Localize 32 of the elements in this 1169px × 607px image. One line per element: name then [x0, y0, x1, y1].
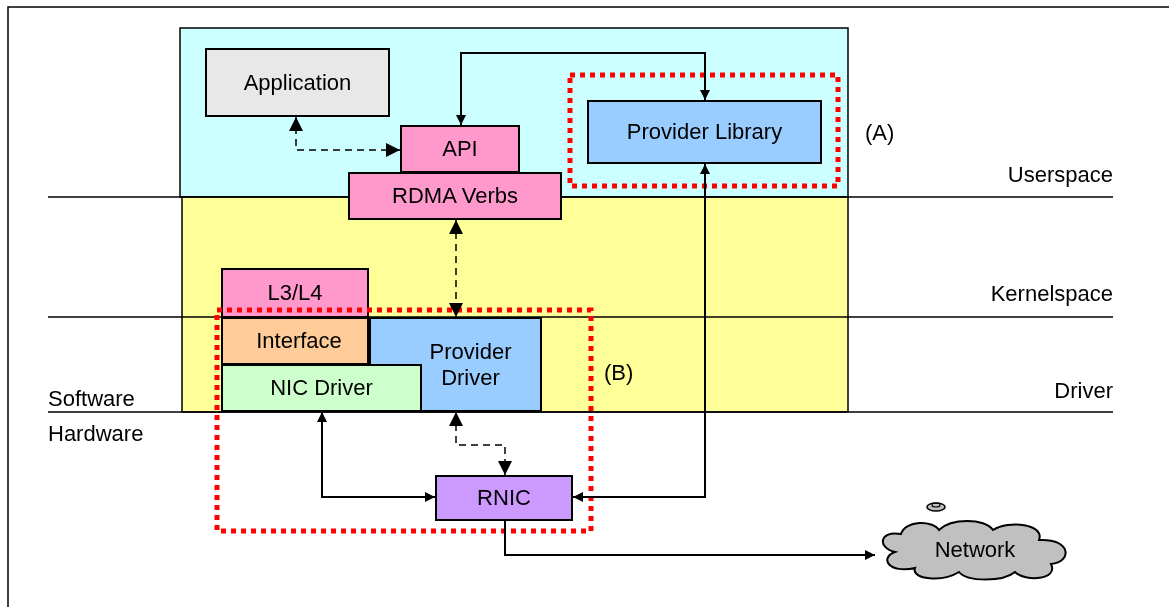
group-marker: (B)	[604, 360, 634, 386]
hardware-box	[435, 475, 573, 521]
node-label: Provider Library	[626, 119, 783, 145]
software-box	[400, 125, 520, 173]
connector-arrow	[449, 411, 512, 476]
node-label: Application	[243, 69, 352, 96]
layer-label: Hardware	[48, 421, 144, 447]
connector-arrow	[289, 116, 401, 157]
node-label: RDMA Verbs	[392, 183, 518, 209]
node-label: Network	[934, 537, 1016, 563]
layer-label: Driver	[1054, 378, 1113, 404]
software-box	[205, 48, 390, 117]
connector-arrow	[572, 163, 710, 502]
connector-arrow	[449, 219, 463, 318]
connector-arrow	[456, 52, 710, 126]
connector-arrow	[317, 411, 436, 502]
node-label: NIC Driver	[270, 375, 373, 401]
software-box	[348, 172, 562, 220]
layer-label: Kernelspace	[990, 281, 1113, 307]
node-label: Interface	[256, 328, 342, 354]
node-label: Provider Driver	[428, 339, 513, 390]
node-label: L3/L4	[267, 280, 323, 306]
layer-label: Userspace	[1007, 162, 1113, 188]
layer-label: Software	[48, 386, 135, 412]
software-box	[221, 364, 422, 412]
node-label: RNIC	[477, 485, 531, 511]
software-box	[221, 268, 369, 318]
software-box	[221, 317, 369, 365]
software-box	[587, 100, 822, 164]
group-marker: (A)	[865, 120, 895, 146]
connector-arrow	[504, 520, 876, 560]
node-label: API	[442, 136, 478, 162]
